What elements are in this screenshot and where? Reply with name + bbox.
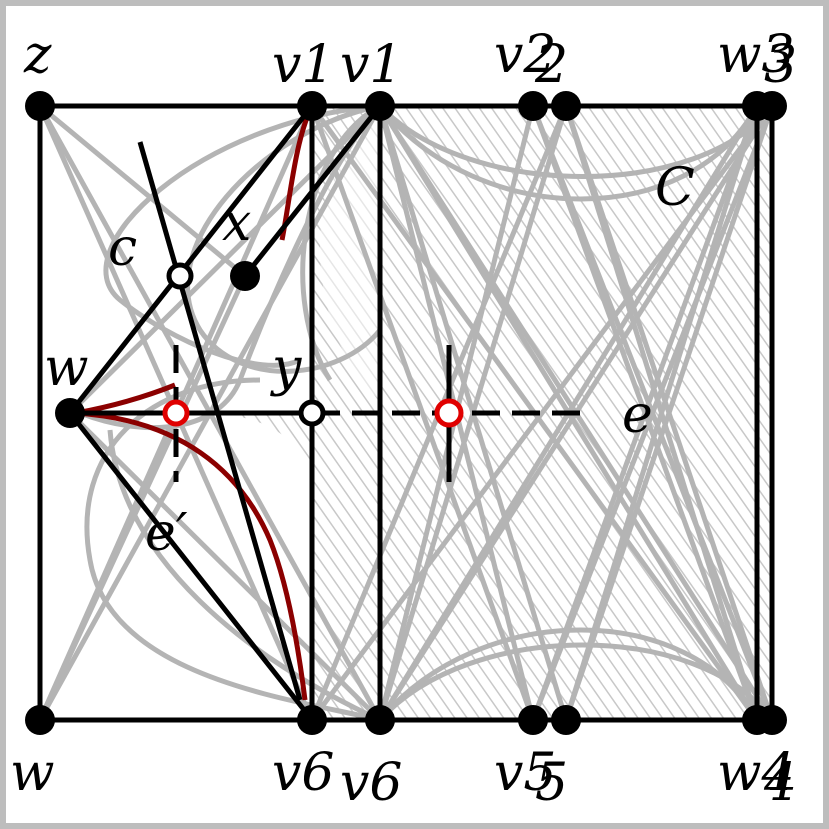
vertex-w-bottom [25,705,55,735]
label-w3-b: 3 [764,35,797,95]
vertex-v2-a [518,91,548,121]
vertex-x [230,261,260,291]
label-w-bottom: w [10,743,55,803]
label-w4-a: w4 [717,743,795,803]
label-w3-a: w3 [717,25,795,85]
label-e-prime: e′ [145,503,188,563]
label-v2-a: v2 [494,25,556,85]
red-marker-e-prime [162,399,190,427]
label-z: z [23,25,52,85]
vertex-w4-b [757,705,787,735]
open-marker-c [166,262,194,290]
red-marker-e [434,398,464,428]
label-C: C [655,158,695,218]
label-v6-b: v6 [340,753,402,813]
vertex-z [25,91,55,121]
label-c: c [108,218,137,278]
vertices [25,91,787,735]
vertex-w-mid [55,398,85,428]
open-marker-y [298,399,326,427]
label-v2-b: 2 [534,35,568,95]
vertex-v1-a [297,91,327,121]
label-y: y [270,338,302,398]
label-w-mid: w [44,338,89,398]
label-w4-b: 4 [763,753,797,813]
label-v1-a: v1 [272,35,334,95]
vertex-v1-b [365,91,395,121]
vertex-v5-a [518,705,548,735]
vertex-w3-b [757,91,787,121]
label-x: x [222,193,251,253]
label-v5-b: 5 [535,753,568,813]
open-markers [162,262,464,428]
label-v1-b: v1 [340,35,402,95]
label-v6-a: v6 [272,743,334,803]
label-e: e [622,385,653,445]
vertex-v6-b [365,705,395,735]
labels: z v1 v1 v2 2 w3 3 C c x w y e e′ w v6 v6… [10,25,797,813]
vertex-v2-b [551,91,581,121]
vertex-v5-b [551,705,581,735]
label-v5-a: v5 [494,743,556,803]
vertex-v6-a [297,705,327,735]
